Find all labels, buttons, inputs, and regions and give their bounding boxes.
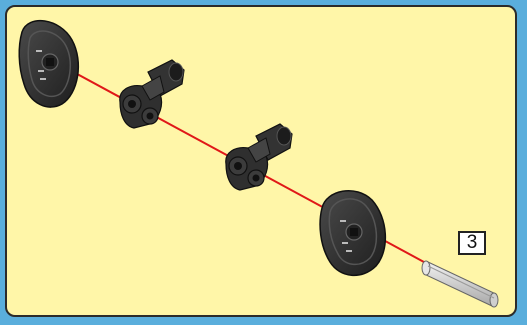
axle-connector-2 bbox=[225, 123, 293, 191]
wheel-hub-2 bbox=[319, 190, 387, 276]
axle-length-label: 3 bbox=[458, 231, 486, 255]
wheel-hub-1 bbox=[18, 19, 80, 108]
axle-connector-1 bbox=[119, 59, 185, 129]
axle bbox=[421, 260, 499, 308]
